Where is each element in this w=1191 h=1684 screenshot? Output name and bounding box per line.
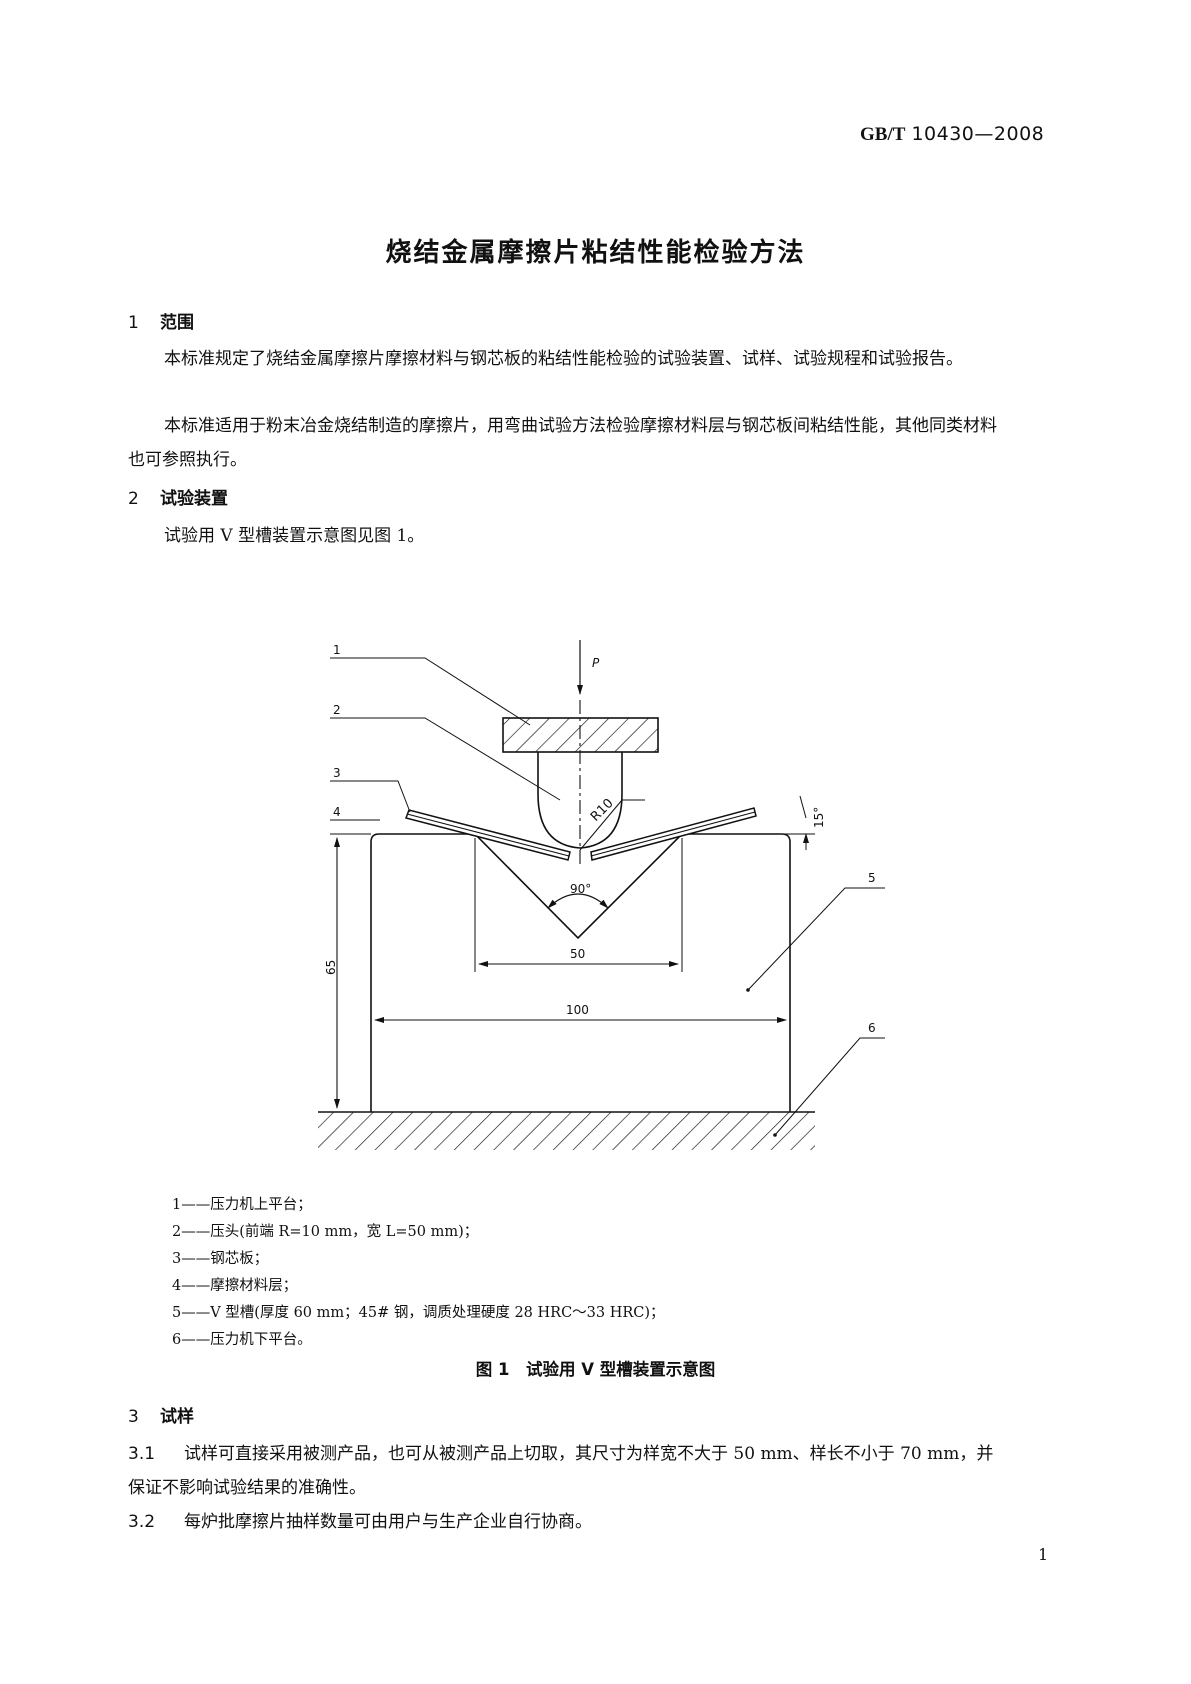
label-3: 3 <box>333 766 341 780</box>
legend-item: 6——压力机下平台。 <box>172 1332 312 1348</box>
standard-number: GB/T 10430—2008 <box>860 123 1044 146</box>
label-4: 4 <box>333 805 341 819</box>
leader-2 <box>330 717 561 801</box>
label-5: 5 <box>868 871 876 885</box>
section-title: 范围 <box>160 313 194 333</box>
clause-number: 3.2 <box>128 1512 156 1532</box>
dim-50-label: 50 <box>570 947 585 961</box>
section-number: 2 <box>128 489 139 509</box>
lower-platform <box>318 1112 815 1150</box>
leader-5 <box>747 887 885 991</box>
radius-label: R10 <box>588 796 617 825</box>
angle-90-label: 90° <box>570 882 591 896</box>
label-2: 2 <box>333 703 341 717</box>
angle-15-label: 15° <box>812 807 826 828</box>
section-2-heading: 2 试验装置 <box>128 484 228 509</box>
section-2-paragraph-1: 试验用 V 型槽装置示意图见图 1。 <box>164 526 425 546</box>
document-title: 烧结金属摩擦片粘结性能检验方法 <box>385 238 806 268</box>
legend-item: 4——摩擦材料层； <box>172 1278 298 1294</box>
section-number: 1 <box>128 313 139 333</box>
clause-number: 3.1 <box>128 1444 156 1464</box>
legend-item: 3——钢芯板； <box>172 1251 269 1267</box>
label-1: 1 <box>333 643 341 657</box>
leader-1 <box>330 657 531 726</box>
page-number: 1 <box>1038 1545 1049 1564</box>
section-1-paragraph-2: 本标准适用于粉末冶金烧结制造的摩擦片，用弯曲试验方法检验摩擦材料层与钢芯板间粘结… <box>128 416 997 470</box>
leader-6 <box>774 1037 885 1136</box>
section-1-heading: 1 范围 <box>128 308 194 333</box>
clause-text: 试样可直接采用被测产品，也可从被测产品上切取，其尺寸为样宽不大于 50 mm、样… <box>128 1444 994 1498</box>
punch-head <box>537 752 623 849</box>
section-title: 试样 <box>160 1407 194 1427</box>
section-1-paragraph-1: 本标准规定了烧结金属摩擦片摩擦材料与钢芯板的粘结性能检验的试验装置、试样、试验规… <box>164 349 963 369</box>
leader-3 <box>330 780 411 813</box>
dim-100-label: 100 <box>566 1003 589 1017</box>
standard-prefix: GB/T <box>860 124 906 145</box>
label-6: 6 <box>868 1021 876 1035</box>
section-title: 试验装置 <box>160 489 228 509</box>
legend-item: 1——压力机上平台； <box>172 1197 312 1213</box>
figure-caption: 图 1 试验用 V 型槽装置示意图 <box>475 1360 716 1379</box>
clause-3-2: 3.2 每炉批摩擦片抽样数量可由用户与生产企业自行协商。 <box>128 1505 998 1539</box>
legend-item: 5——V 型槽(厚度 60 mm；45# 钢，调质处理硬度 28 HRC～33 … <box>172 1305 665 1321</box>
v-groove-block <box>370 833 791 1112</box>
dim-65-label: 65 <box>324 960 338 975</box>
section-number: 3 <box>128 1407 139 1427</box>
clause-text: 每炉批摩擦片抽样数量可由用户与生产企业自行协商。 <box>184 1512 592 1532</box>
section-3-heading: 3 试样 <box>128 1402 194 1427</box>
standard-code: 10430—2008 <box>911 123 1045 145</box>
legend-item: 2——压头(前端 R=10 mm，宽 L=50 mm)； <box>172 1224 479 1240</box>
force-label: P <box>592 656 600 670</box>
